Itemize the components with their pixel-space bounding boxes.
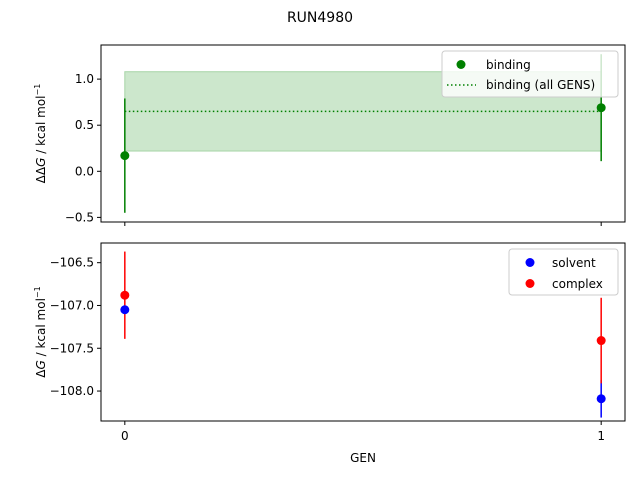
x-axis-label: GEN — [350, 451, 376, 465]
binding-legend-box — [441, 50, 619, 98]
solvent-point — [120, 305, 130, 315]
binding-point — [596, 103, 606, 113]
free-energy-y-axis-label: ΔG / kcal mol−1 — [33, 286, 48, 377]
binding-panel: −0.5 0.0 0.5 1.0 ΔΔG / kcal mol−1 binding b… — [33, 44, 626, 226]
figure-title: RUN4980 — [287, 10, 353, 26]
binding-axes-frame — [100, 44, 626, 223]
solvent-point — [596, 394, 606, 404]
y-tick-label: −108.0 — [50, 384, 94, 398]
legend-binding-marker — [456, 60, 466, 69]
y-tick-label: −0.5 — [65, 210, 94, 224]
y-tick-label: 1.0 — [75, 72, 94, 86]
legend-solvent-marker — [525, 258, 535, 267]
legend-binding-all-gens-label: binding (all GENS) — [486, 78, 595, 92]
x-tick-label: 1 — [597, 429, 605, 443]
binding-point-layer — [120, 103, 606, 161]
complex-point — [596, 336, 606, 346]
free-energy-point-layer — [120, 290, 606, 404]
legend-complex-label: complex — [552, 277, 603, 291]
free-energy-y-ticks: −108.0 −107.5 −107.0 −106.5 — [50, 256, 101, 398]
binding-legend: binding binding (all GENS) — [441, 50, 619, 98]
x-tick-label: 0 — [121, 429, 129, 443]
binding-y-axis-label: ΔΔG / kcal mol−1 — [33, 84, 48, 184]
legend-complex-marker — [525, 279, 535, 288]
binding-point — [120, 151, 130, 161]
complex-point — [120, 290, 130, 300]
legend-solvent-label: solvent — [552, 256, 596, 270]
binding-x-ticks — [124, 222, 602, 226]
free-energy-axes-frame — [100, 242, 626, 422]
y-tick-label: −107.0 — [50, 298, 94, 312]
free-energy-legend-box — [508, 248, 619, 296]
free-energy-legend: solvent complex — [508, 248, 619, 296]
binding-y-ticks: −0.5 0.0 0.5 1.0 — [65, 72, 101, 224]
y-tick-label: 0.5 — [75, 118, 94, 132]
y-tick-label: 0.0 — [75, 164, 94, 178]
y-tick-label: −106.5 — [50, 256, 94, 270]
legend-binding-label: binding — [486, 58, 531, 72]
y-tick-label: −107.5 — [50, 341, 94, 355]
